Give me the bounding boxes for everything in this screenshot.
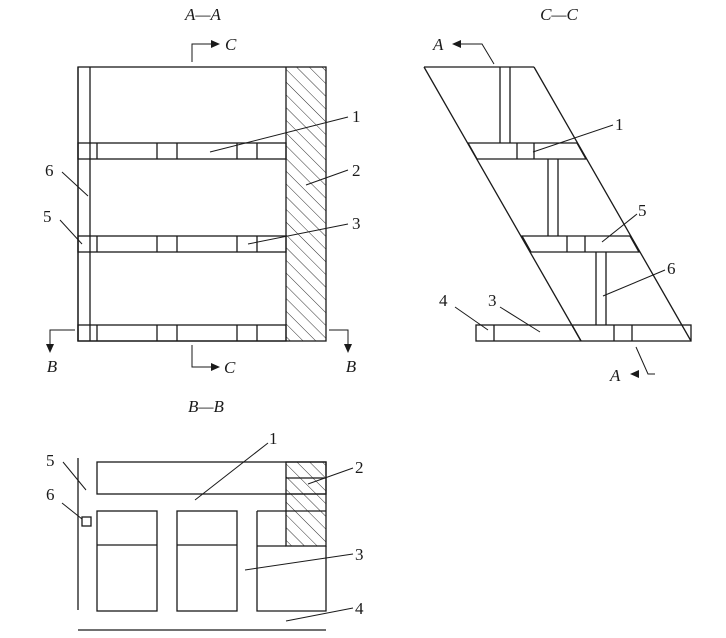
svg-text:4: 4 [439, 291, 448, 310]
cc-column-middle [547, 159, 559, 236]
svg-text:2: 2 [355, 458, 364, 477]
cc-callout-5: 5 [601, 201, 647, 243]
view-bb-title: B—B [188, 397, 225, 416]
aa-callout-2: 2 [305, 161, 361, 186]
svg-text:1: 1 [615, 115, 624, 134]
cc-callout-1: 1 [532, 115, 624, 153]
bb-slab-3 [256, 510, 327, 612]
aa-hatched-wall [286, 67, 326, 341]
aa-callout-6: 6 [45, 161, 89, 197]
svg-text:2: 2 [352, 161, 361, 180]
svg-text:6: 6 [46, 485, 55, 504]
svg-text:5: 5 [46, 451, 55, 470]
svg-text:6: 6 [45, 161, 54, 180]
cc-beam-level-1 [466, 142, 588, 160]
cut-marker-top-a: A [432, 35, 495, 65]
cc-callout-3: 3 [488, 291, 541, 333]
svg-text:1: 1 [269, 429, 278, 448]
svg-text:3: 3 [352, 214, 361, 233]
cut-label-left-b: B [47, 357, 58, 376]
aa-callout-3: 3 [247, 214, 361, 245]
cut-label-top-a: A [432, 35, 444, 54]
view-aa-title: A—A [184, 5, 222, 24]
cut-marker-bottom-a: A [609, 346, 655, 385]
bb-callout-2: 2 [307, 458, 364, 485]
cut-label-bottom-c: C [224, 358, 236, 377]
aa-beam-level-3 [77, 324, 287, 342]
bb-hatched-wall [286, 462, 326, 546]
aa-beam-level-1 [77, 142, 287, 160]
svg-text:5: 5 [43, 207, 52, 226]
svg-text:1: 1 [352, 107, 361, 126]
cc-column-lower [595, 252, 607, 325]
svg-text:3: 3 [355, 545, 364, 564]
cut-marker-bottom-c: C [191, 345, 236, 377]
view-cc: C—C A A [423, 5, 692, 385]
cut-marker-left-b: B [46, 329, 75, 376]
bb-callout-5: 5 [46, 451, 87, 491]
cc-beam-level-2 [520, 235, 641, 253]
svg-text:4: 4 [355, 599, 364, 618]
svg-text:3: 3 [488, 291, 497, 310]
view-bb: B—B 1 [46, 397, 364, 631]
bb-column-square [81, 516, 92, 527]
aa-beam-level-2 [77, 235, 287, 253]
view-cc-title: C—C [540, 5, 578, 24]
cc-callout-6: 6 [602, 259, 676, 297]
bb-callout-4: 4 [285, 599, 364, 622]
cut-label-bottom-a: A [609, 366, 621, 385]
cc-column-upper [499, 67, 511, 143]
svg-text:5: 5 [638, 201, 647, 220]
cut-marker-right-b: B [329, 329, 357, 376]
cut-label-top-c: C [225, 35, 237, 54]
aa-callout-1: 1 [209, 107, 361, 153]
cc-beam-level-3 [475, 324, 692, 342]
bb-slab-1 [96, 510, 158, 612]
bb-callout-6: 6 [46, 485, 83, 520]
bb-slab-2 [176, 510, 238, 612]
bb-callout-1: 1 [194, 429, 278, 501]
svg-text:6: 6 [667, 259, 676, 278]
cut-marker-top-c: C [191, 35, 237, 62]
cc-callout-4: 4 [439, 291, 489, 331]
aa-callout-5: 5 [43, 207, 83, 245]
view-aa: A—A C C B B [43, 5, 361, 377]
bb-callout-3: 3 [244, 545, 364, 571]
cut-label-right-b: B [346, 357, 357, 376]
